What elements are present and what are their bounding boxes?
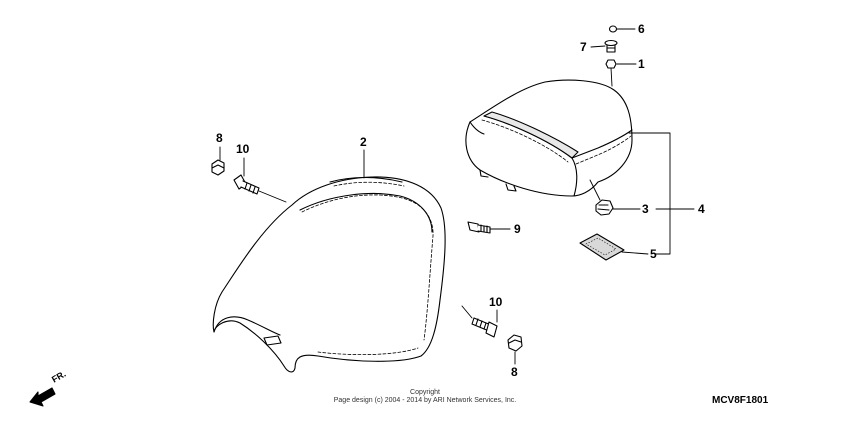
callout-1[interactable]: 1 [638,57,645,71]
collar-1[interactable] [605,59,617,69]
callout-10-right[interactable]: 10 [489,295,503,309]
diagram-code: MCV8F1801 [712,395,769,406]
callout-5[interactable]: 5 [650,247,657,261]
pillion-seat[interactable] [465,79,633,197]
nut-3[interactable] [595,199,614,216]
pad-5[interactable] [579,233,625,261]
bolt-10-right[interactable] [471,317,498,338]
callout-2[interactable]: 2 [360,135,367,149]
callout-3[interactable]: 3 [642,202,649,216]
leader-lines [219,28,695,365]
callout-8-left[interactable]: 8 [216,131,223,145]
bolt-9[interactable] [467,221,491,234]
main-seat[interactable] [212,176,446,373]
callout-9[interactable]: 9 [514,222,521,236]
front-direction-arrow-icon [29,387,56,407]
bolt-10-left[interactable] [233,174,260,195]
callout-4[interactable]: 4 [698,202,705,216]
callout-6[interactable]: 6 [638,22,645,36]
callout-7[interactable]: 7 [580,40,587,54]
callout-8-right[interactable]: 8 [511,365,518,379]
washer-6[interactable] [608,25,618,33]
callout-10-left[interactable]: 10 [236,142,250,156]
nut-8-left[interactable] [211,159,225,176]
bolt-7[interactable] [604,39,618,53]
copyright-line-1: Copyright [410,389,440,396]
copyright-line-2: Page design (c) 2004 - 2014 by ARI Netwo… [333,397,517,404]
nut-8-right[interactable] [507,334,523,352]
